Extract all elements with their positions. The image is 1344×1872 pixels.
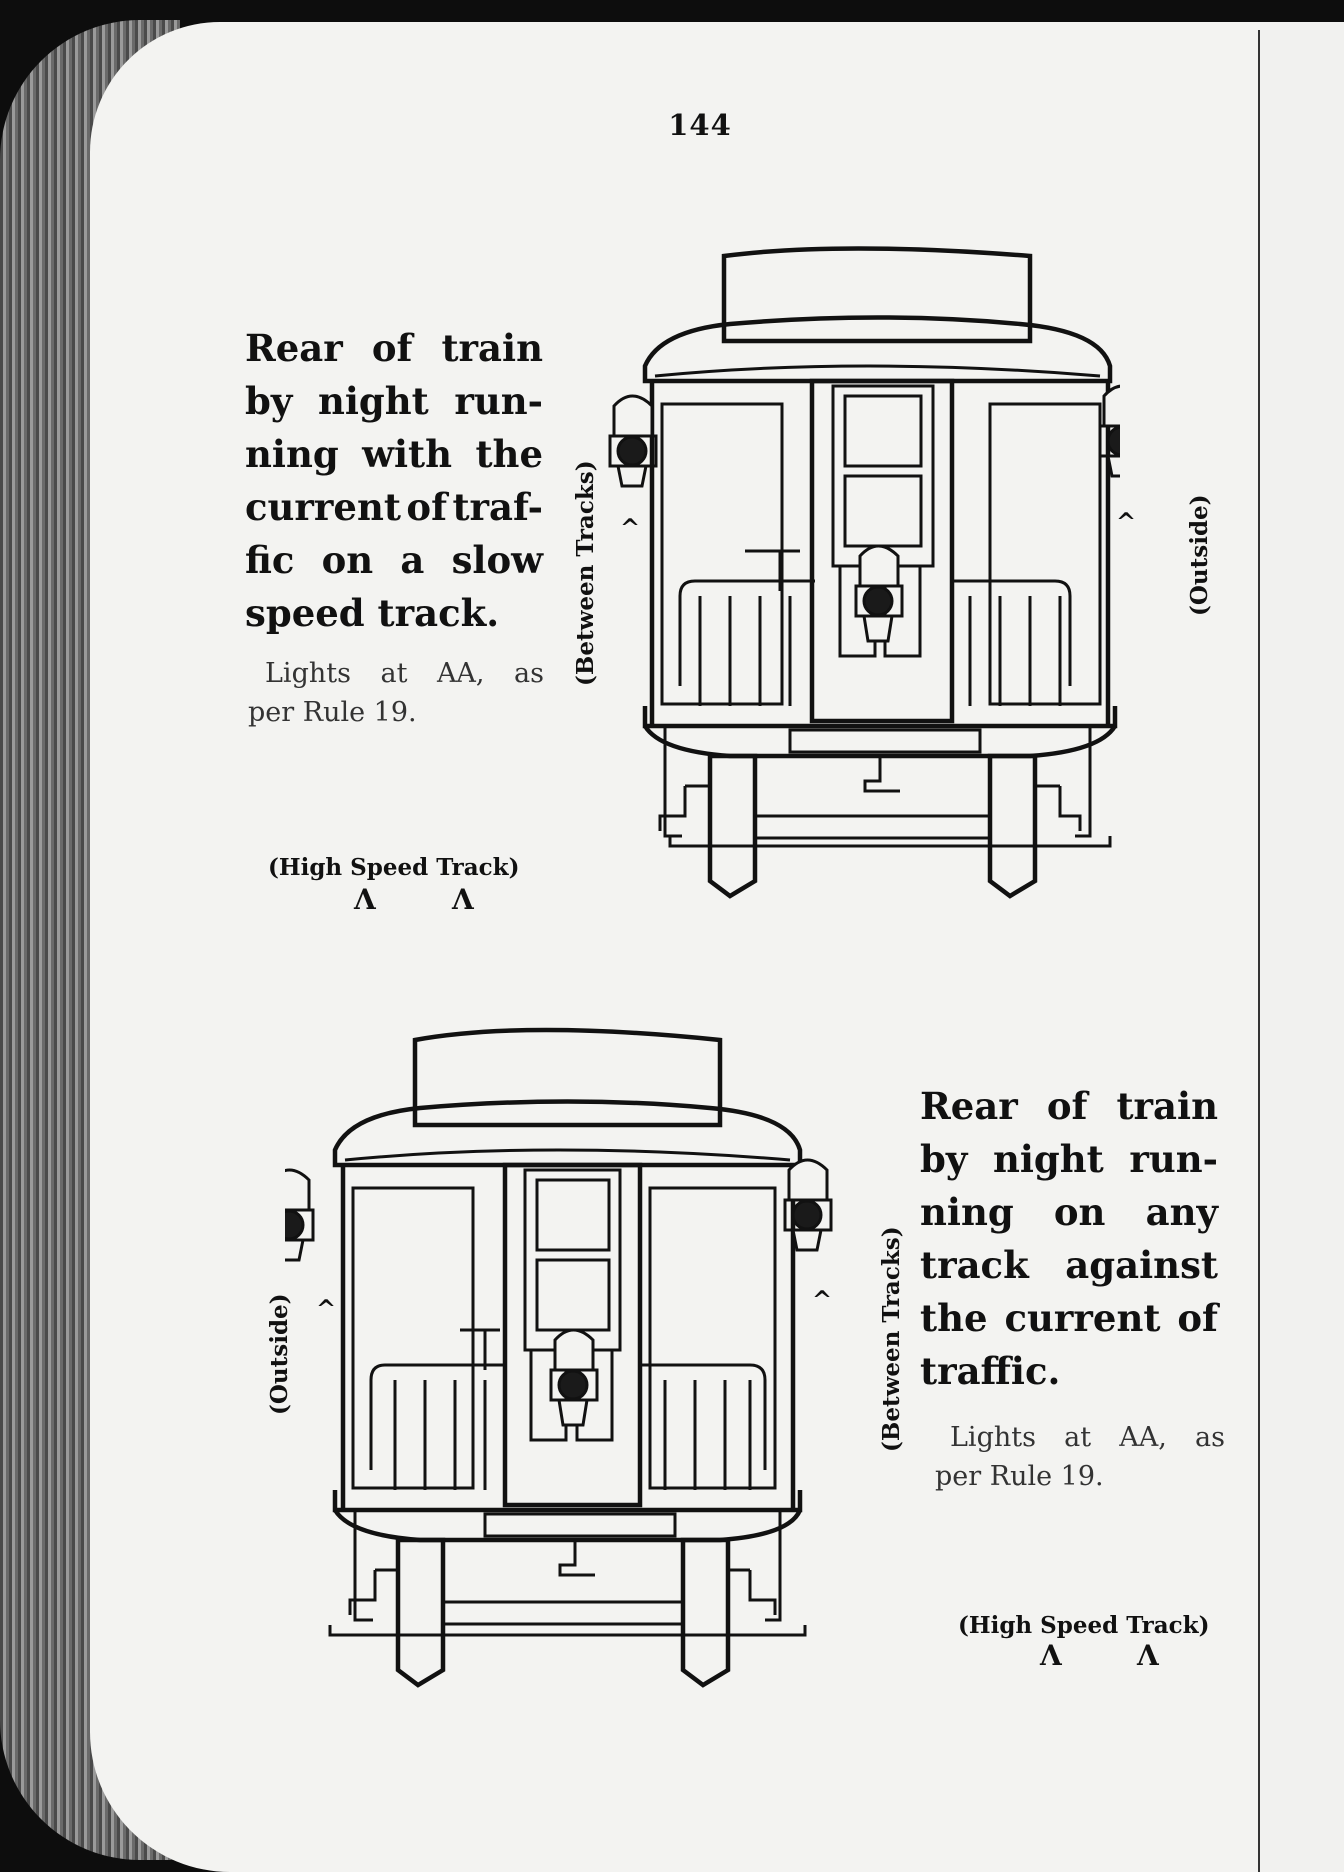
- high-speed-track-label: (High Speed Track): [268, 854, 520, 881]
- caption-line: traffic.: [920, 1349, 1061, 1393]
- note-line: per Rule 19.: [248, 697, 417, 728]
- book-page: [90, 22, 1344, 1872]
- gutter-line: [1258, 30, 1260, 1872]
- lamp-marker: ^: [812, 1285, 833, 1314]
- marker-a: Λ: [452, 883, 474, 916]
- note-line: per Rule 19.: [935, 1461, 1104, 1492]
- between-tracks-label: (Between Tracks): [878, 1226, 905, 1452]
- outside-label: (Outside): [266, 1293, 293, 1415]
- lamp-marker: ^: [1116, 507, 1137, 536]
- caption-line: speed track.: [245, 591, 500, 635]
- between-tracks-label: (Between Tracks): [572, 460, 599, 686]
- lamp-marker: ^: [316, 1294, 337, 1323]
- high-speed-track-label: (High Speed Track): [958, 1612, 1210, 1639]
- marker-a: Λ: [354, 883, 376, 916]
- top-railcar-rear-illustration: [608, 246, 1120, 899]
- marker-a: Λ: [1137, 1639, 1159, 1672]
- lamp-marker: ^: [620, 513, 641, 542]
- bottom-railcar-rear-illustration: [285, 1027, 833, 1688]
- facing-page-edge: [1260, 22, 1344, 1872]
- marker-a: Λ: [1040, 1639, 1062, 1672]
- outside-label: (Outside): [1186, 494, 1213, 616]
- page-number: 144: [668, 108, 732, 142]
